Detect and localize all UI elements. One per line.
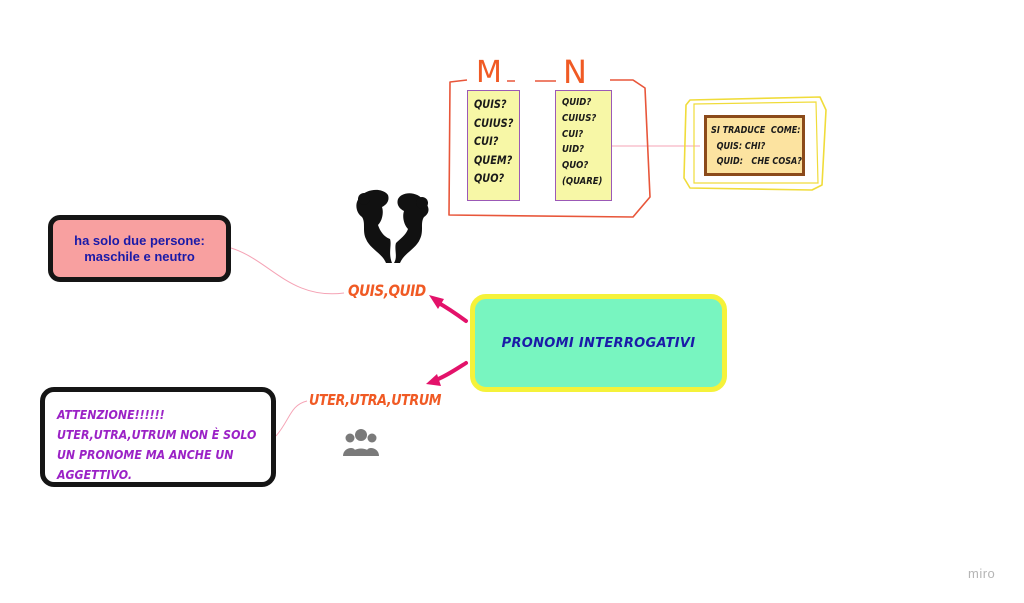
form-item: QUEM? [474,152,513,167]
form-item: CUI? [474,134,499,148]
branch-quis-quid[interactable]: QUIS,QUID [348,281,426,300]
form-item: CUIUS? [474,115,514,130]
form-item: QUID? [562,97,592,108]
masculine-header: M [476,55,502,90]
neuter-header: N [563,53,587,91]
form-item: UID? [562,144,585,156]
group-people-icon[interactable] [343,426,379,458]
note-uter-text: ATTENZIONE!!!!!! UTER,UTRA,UTRUM NON È S… [57,407,257,482]
arrowhead-quis [429,295,444,309]
connector-quis-note [230,247,345,295]
arrow-to-quis [435,300,468,323]
neuter-forms-card[interactable]: QUID? CUIUS? CUI? UID? QUO? (QUARE) [555,90,612,201]
form-item: CUIUS? [562,112,597,124]
central-topic-label: PRONOMI INTERROGATIVI [501,335,696,351]
form-item: QUO? [474,171,505,185]
arrowhead-uter [426,374,441,386]
arrow-to-uter [434,361,468,382]
translation-line: QUIS: CHI? [711,140,766,152]
translation-card[interactable]: SI TRADUCE COME: QUIS: CHI? QUID: CHE CO… [704,115,805,176]
two-heads-silhouette-icon[interactable] [352,187,432,263]
miro-watermark: miro [968,566,996,581]
form-item: QUO? [562,160,589,172]
central-topic[interactable]: PRONOMI INTERROGATIVI [470,294,727,392]
form-item: QUIS? [474,97,507,111]
connector-uter-note [275,400,308,437]
form-item: CUI? [562,128,584,140]
translation-line: QUID: CHE COSA? [711,156,802,167]
note-uter[interactable]: ATTENZIONE!!!!!! UTER,UTRA,UTRUM NON È S… [40,387,276,487]
note-quis-quid-text: ha solo due persone: maschile e neutro [74,232,205,264]
branch-uter-utra-utrum[interactable]: UTER,UTRA,UTRUM [309,391,442,409]
note-quis-quid[interactable]: ha solo due persone: maschile e neutro [48,215,231,282]
translation-line: SI TRADUCE COME: [711,125,801,136]
masculine-forms-card[interactable]: QUIS? CUIUS? CUI? QUEM? QUO? [467,90,520,201]
form-item: (QUARE) [562,175,603,187]
